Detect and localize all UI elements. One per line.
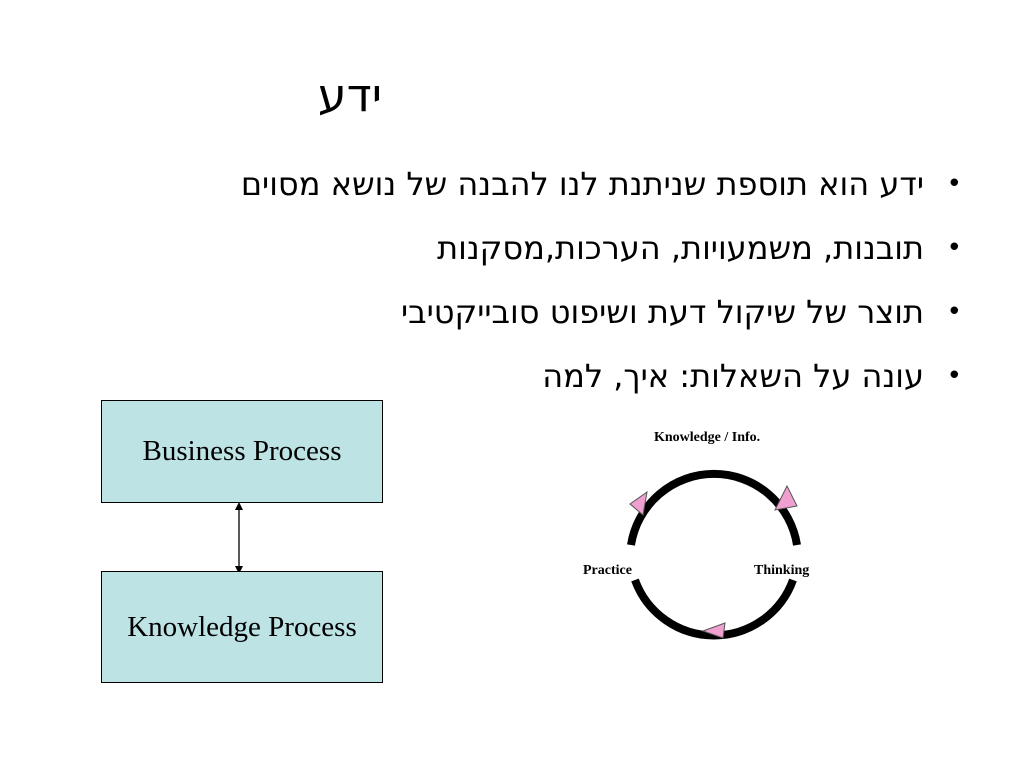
bullet-text: ידע הוא תוספת שניתנת לנו להבנה של נושא מ… bbox=[240, 165, 924, 203]
cycle-label-practice: Practice bbox=[583, 563, 632, 578]
bullet-list: • ידע הוא תוספת שניתנת לנו להבנה של נושא … bbox=[241, 158, 964, 414]
knowledge-process-label: Knowledge Process bbox=[127, 610, 357, 643]
bullet-item: • ידע הוא תוספת שניתנת לנו להבנה של נושא … bbox=[241, 158, 964, 222]
bullet-text: תובנות, משמעויות, הערכות,מסקנות bbox=[437, 229, 924, 267]
bullet-item: • תובנות, משמעויות, הערכות,מסקנות bbox=[241, 222, 964, 286]
bullet-text: תוצר של שיקול דעת ושיפוט סובייקטיבי bbox=[400, 293, 924, 331]
business-process-label: Business Process bbox=[142, 435, 342, 467]
bullet-item: • תוצר של שיקול דעת ושיפוט סובייקטיבי bbox=[241, 286, 964, 350]
bullet-item: • עונה על השאלות: איך, למה bbox=[241, 350, 964, 414]
cycle-label-knowledge: Knowledge / Info. bbox=[654, 430, 761, 445]
bullet-dot-icon: • bbox=[946, 361, 962, 391]
double-arrow-connector-icon bbox=[235, 502, 243, 574]
cycle-label-thinking: Thinking bbox=[754, 563, 810, 578]
cycle-arrow-left-icon bbox=[629, 490, 648, 516]
bullet-text: עונה על השאלות: איך, למה bbox=[542, 357, 924, 395]
cycle-arrow-right-icon bbox=[774, 484, 798, 511]
cycle-arrow-bottom-icon bbox=[701, 622, 726, 639]
cycle-arc-top bbox=[627, 469, 801, 546]
bullet-dot-icon: • bbox=[946, 297, 962, 327]
knowledge-cycle-diagram bbox=[627, 469, 801, 640]
bullet-dot-icon: • bbox=[946, 233, 962, 263]
business-process-box: Business Process bbox=[101, 400, 383, 503]
bullet-dot-icon: • bbox=[946, 169, 962, 199]
knowledge-process-box: Knowledge Process bbox=[101, 571, 383, 683]
slide-title: ידע bbox=[317, 68, 383, 122]
